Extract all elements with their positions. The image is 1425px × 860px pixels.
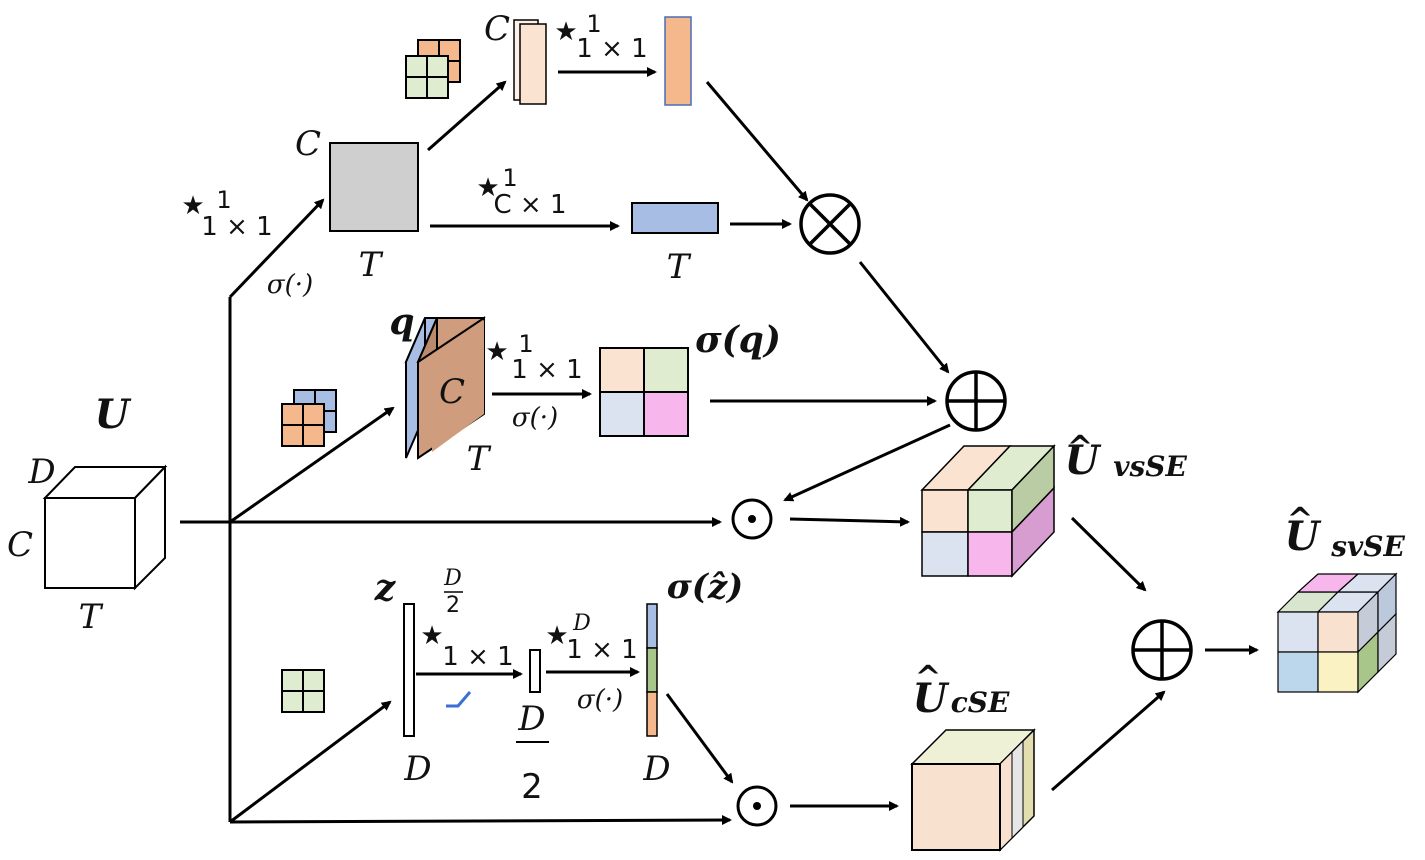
grid-icon-green — [281, 669, 325, 713]
sigma-dot-3: σ(·) — [577, 685, 623, 715]
edge-odot-to-UvsSE — [789, 516, 910, 527]
label-top-C: C — [484, 9, 510, 49]
U-cSE-cube — [910, 728, 1036, 852]
odot-operator-1 — [731, 498, 773, 540]
label-U-D: D — [27, 452, 55, 492]
z-frac-bot: 2 — [446, 593, 460, 618]
label-blue-T: T — [667, 247, 692, 287]
orange-bar — [664, 16, 692, 106]
label-U: U — [95, 391, 132, 438]
edge-gray-to-top — [427, 80, 507, 152]
odot-operator-2 — [736, 785, 778, 827]
relu-icon — [446, 691, 472, 708]
conv1-star: ★ — [181, 191, 204, 221]
label-sigma-q: σ(q) — [695, 319, 781, 361]
edge-to-z — [229, 700, 392, 824]
edge-to-gray — [228, 198, 325, 299]
label-q-T: T — [467, 439, 492, 479]
U-vsSE-sub: vsSE — [1113, 450, 1187, 483]
zz-conv-star: ★ — [545, 621, 568, 651]
edge-sigmaz-to-odot — [665, 693, 734, 784]
z-conv-sub: 1 × 1 — [442, 642, 513, 672]
U-vsSE-cube — [920, 444, 1056, 578]
label-q-C: C — [439, 372, 465, 412]
label-z-D: D — [403, 749, 431, 789]
U-cSE-sub: cSE — [951, 686, 1010, 719]
oplus-operator-1 — [945, 370, 1007, 432]
q-conv-sub: 1 × 1 — [511, 355, 582, 385]
label-gray-T: T — [359, 245, 384, 285]
conv1-sup: 1 — [216, 186, 231, 214]
zz-conv-sup: D — [572, 611, 591, 636]
edge-otimes-to-oplus — [858, 261, 950, 374]
sigma-q-grid — [599, 347, 689, 437]
zz-conv-sub: 1 × 1 — [566, 635, 637, 665]
label-sigma-z: σ(ẑ) — [667, 567, 744, 607]
top-conv-sup: 1 — [586, 10, 601, 38]
z-frac-top: D — [443, 566, 462, 591]
mid-conv-sup: 1 — [502, 164, 517, 192]
sigma-dot-1: σ(·) — [267, 270, 313, 300]
U-svSE-cube — [1276, 572, 1398, 694]
q-tensor — [404, 316, 486, 460]
stack-icon-blue-orange — [281, 389, 337, 447]
U-cSE-hat: ^ — [915, 658, 942, 696]
label-gray-C: C — [295, 124, 321, 164]
top-stack-C — [513, 19, 547, 105]
top-conv-sub: 1 × 1 — [576, 34, 647, 64]
U-svSE-hat: ^ — [1287, 500, 1314, 538]
mid-conv-star: ★ — [476, 173, 499, 203]
half-vector — [529, 649, 541, 693]
label-sz-D: D — [642, 749, 670, 789]
label-U-C: C — [7, 525, 33, 565]
sigma-z-vector — [646, 603, 658, 737]
U-vsSE-U: U — [1065, 437, 1102, 484]
otimes-operator — [799, 193, 861, 255]
conv1-sub: 1 × 1 — [201, 212, 272, 242]
edge-oplus-to-odot — [783, 423, 951, 502]
z-conv-star: ★ — [420, 621, 443, 651]
U-svSE-U: U — [1285, 513, 1322, 560]
gray-map — [329, 142, 419, 232]
half-bot: 2 — [521, 767, 543, 807]
sigma-dot-2: σ(·) — [512, 403, 558, 433]
stack-icon-orange-green — [405, 39, 461, 99]
blue-bar — [631, 202, 719, 234]
edge-to-odot-2 — [229, 815, 732, 826]
q-conv-sup: 1 — [518, 330, 533, 358]
label-U-T: T — [79, 597, 104, 637]
edge-UcSE-to-oplus — [1051, 690, 1166, 792]
U-svSE-sub: svSE — [1330, 530, 1405, 563]
U-vsSE-hat: ^ — [1067, 428, 1094, 466]
z-vector — [403, 603, 415, 737]
edge-to-q — [229, 406, 395, 524]
top-conv-star: ★ — [554, 17, 577, 47]
half-top: D — [517, 699, 545, 739]
mid-conv-sub: C × 1 — [493, 190, 566, 220]
edge-UvsSE-to-oplus — [1070, 516, 1147, 592]
input-cube-U — [42, 464, 168, 591]
U-cSE-U: U — [913, 675, 950, 722]
edge-orangebar-to-otimes — [705, 81, 809, 202]
label-z: z — [374, 567, 397, 609]
oplus-operator-2 — [1131, 619, 1193, 681]
q-conv-star: ★ — [485, 337, 508, 367]
label-q: q — [389, 301, 414, 343]
